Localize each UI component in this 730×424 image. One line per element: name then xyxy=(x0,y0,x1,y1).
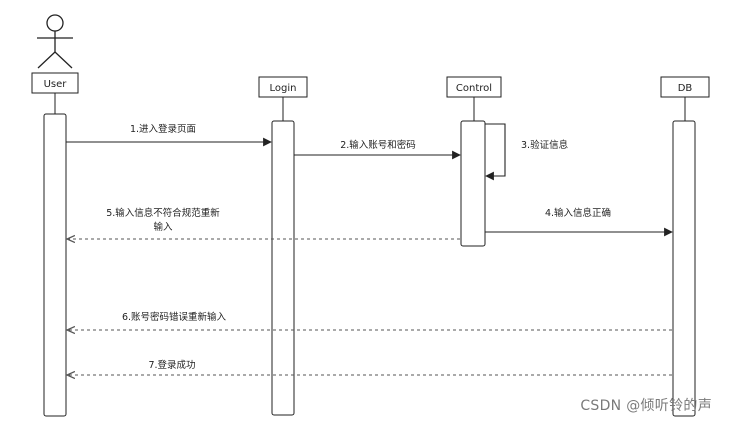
activation-db xyxy=(672,120,696,417)
user-actor-icon xyxy=(37,14,73,69)
message-3-arrow xyxy=(485,123,506,181)
participant-login: Login xyxy=(258,76,308,98)
message-3-label: 3.验证信息 xyxy=(521,139,568,151)
participant-db: DB xyxy=(660,76,710,98)
message-2-label: 2.输入账号和密码 xyxy=(340,139,416,151)
message-1-label: 1.进入登录页面 xyxy=(130,124,196,135)
participant-login-label: Login xyxy=(270,83,297,94)
message-5-label-line1: 5.输入信息不符合规范重新 xyxy=(106,207,220,219)
participant-user-label: User xyxy=(44,79,68,90)
message-4-label: 4.输入信息正确 xyxy=(545,207,611,219)
message-6-label: 6.账号密码错误重新输入 xyxy=(122,311,227,323)
activation-control xyxy=(460,120,486,247)
watermark: CSDN @倾听铃的声 xyxy=(580,398,712,414)
participant-db-label: DB xyxy=(678,83,693,94)
activation-user xyxy=(43,113,67,417)
activation-login xyxy=(271,120,295,416)
message-7-label: 7.登录成功 xyxy=(148,359,195,371)
participant-control: Control xyxy=(446,76,502,98)
participant-control-label: Control xyxy=(456,83,492,94)
participant-user: User xyxy=(31,72,79,94)
message-5-label-line2: 输入 xyxy=(153,221,173,233)
